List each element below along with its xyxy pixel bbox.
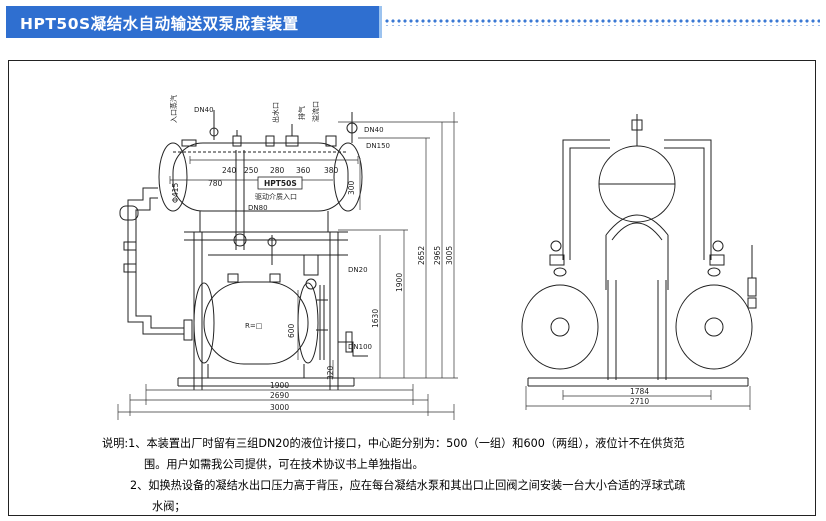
dim-1630: 1630 — [371, 309, 380, 328]
dim-w1784: 1784 — [630, 387, 649, 396]
dim-2652: 2652 — [417, 246, 426, 265]
drawing-frame — [8, 60, 816, 516]
dim-d415: Φ415 — [171, 183, 180, 203]
label-model: HPT50S — [264, 179, 297, 188]
note-line-1: 说明:1、本装置出厂时留有三组DN20的液位计接口，中心距分别为：500（一组）… — [102, 437, 685, 450]
note-line-2: 围。用户如需我公司提供，可在技术协议书上单独指出。 — [144, 458, 424, 471]
note-line-3: 2、如换热设备的凝结水出口压力高于背压，应在每台凝结水泵和其出口止回阀之间安装一… — [130, 479, 686, 492]
label-inlet-2: 出水口 — [271, 102, 280, 123]
dim-600: 600 — [287, 323, 296, 338]
dim-1900: 1900 — [395, 273, 404, 292]
dim-w3000: 3000 — [270, 403, 289, 412]
label-dn20: DN20 — [348, 266, 368, 274]
title-bar: HPT50S凝结水自动输送双泵成套装置 — [6, 6, 382, 38]
dim-380: 380 — [324, 166, 339, 175]
label-dn40: DN40 — [194, 106, 214, 114]
dim-320: 320 — [326, 365, 335, 380]
dim-250: 250 — [244, 166, 259, 175]
label-dn150: DN150 — [366, 142, 390, 150]
technical-drawing: DN40 DN40 DN150 DN80 DN20 DN100 驱动介质入口 R… — [117, 95, 757, 420]
dim-280: 280 — [270, 166, 285, 175]
label-inlet-3: 排气 — [297, 106, 306, 120]
page-title: HPT50S凝结水自动输送双泵成套装置 — [20, 15, 299, 33]
notes: 说明:1、本装置出厂时留有三组DN20的液位计接口，中心距分别为：500（一组）… — [102, 433, 802, 517]
label-dn100: DN100 — [348, 343, 372, 351]
dim-w2710: 2710 — [630, 397, 649, 406]
note-line-4: 水阀； — [152, 500, 186, 513]
side-view — [521, 114, 757, 410]
label-inlet-4: 溢流口 — [311, 101, 320, 122]
label-dn80: DN80 — [248, 204, 268, 212]
label-dn40-b: DN40 — [364, 126, 384, 134]
dim-240: 240 — [222, 166, 237, 175]
dim-3005: 3005 — [445, 246, 454, 265]
dim-2965: 2965 — [433, 246, 442, 265]
dim-360: 360 — [296, 166, 311, 175]
lower-tank — [193, 281, 319, 365]
decorative-dot-strip — [384, 18, 820, 26]
label-inlet-1: 入口蒸汽 — [169, 95, 178, 123]
dim-w1900: 1900 — [270, 381, 289, 390]
upper-vessel — [158, 142, 363, 212]
dim-780: 780 — [208, 179, 223, 188]
label-tank: R=□ — [245, 322, 262, 330]
dim-300: 300 — [347, 180, 356, 195]
label-drive: 驱动介质入口 — [255, 192, 297, 201]
dim-w2690: 2690 — [270, 391, 289, 400]
